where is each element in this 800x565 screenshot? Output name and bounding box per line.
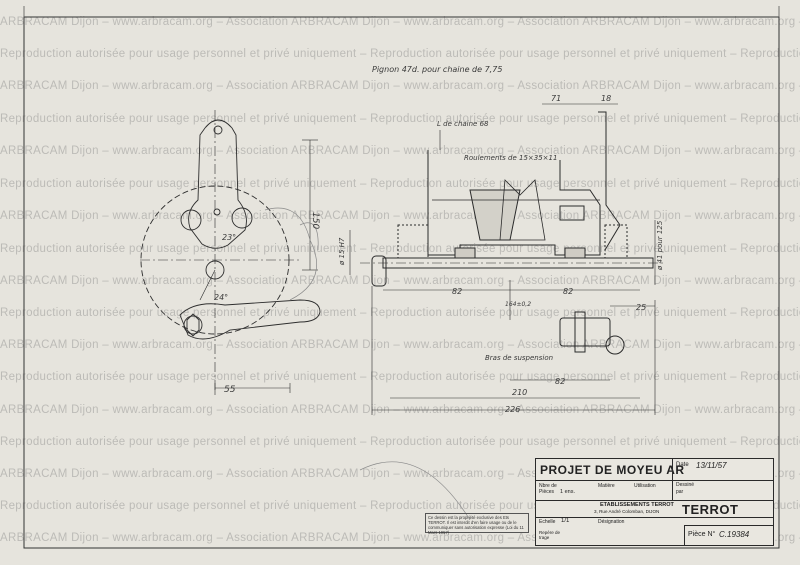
date-value: 13/11/57 (696, 461, 727, 470)
dim-71: 71 (551, 94, 561, 103)
nombre-value: 1 ens. (560, 489, 575, 495)
piece-label: Pièce N° (688, 531, 716, 538)
dim-55: 55 (224, 385, 236, 395)
sprocket-flange (598, 111, 621, 251)
watermark-line: ARBRACAM Dijon – www.arbracam.org – Asso… (0, 339, 800, 351)
dim-82c: 82 (555, 377, 565, 386)
echelle-label: Echelle (539, 519, 556, 525)
watermark-line: Reproduction autorisée pour usage person… (0, 113, 800, 125)
side-view (140, 110, 321, 395)
reperage-label: Repère de trage (539, 530, 561, 540)
dim-226: 226 (505, 405, 520, 414)
date-label: Date (676, 462, 689, 468)
watermark-line: Reproduction autorisée pour usage person… (0, 48, 800, 60)
dim-150: 150 (310, 212, 320, 229)
dim-24: 24° (214, 293, 228, 302)
hub-body (427, 150, 601, 256)
etab-line1: ETABLISSEMENTS TERROT (600, 502, 674, 508)
dessine-label: Dessiné (676, 482, 695, 488)
dim-23: 23° (222, 233, 236, 242)
piece-value: C.19384 (719, 530, 750, 539)
frame-border (23, 16, 780, 549)
dim-center: 164±0,2 (505, 301, 531, 308)
axle-nut (371, 255, 387, 287)
section-view (349, 103, 665, 521)
diam-right: ø 41 pour 125 (656, 220, 664, 271)
verifie-label: par (676, 489, 684, 495)
utilisation-label: Utilisation (634, 483, 656, 489)
brand-logo: TERROT (682, 502, 739, 517)
watermark-line: ARBRACAM Dijon – www.arbracam.org – Asso… (0, 80, 800, 92)
dim-82a: 82 (452, 287, 462, 296)
title-text: PROJET DE MOYEU AR (540, 463, 685, 477)
bearings-note: Roulements de 15×35×11 (464, 154, 557, 162)
pignon-note: Pignon 47d. pour chaine de 7,75 (372, 65, 502, 74)
watermark-line: Reproduction autorisée pour usage person… (0, 436, 800, 448)
dim-210: 210 (512, 388, 527, 397)
designation-label: Désignation (598, 519, 625, 525)
arm-outline (188, 119, 247, 249)
matiere-label: Matière (598, 483, 615, 489)
nombre-label: Nbre de Pièces (539, 483, 557, 495)
title-block: PROJET DE MOYEU AR Date 13/11/57 Dessiné… (535, 458, 774, 546)
dim-18: 18 (601, 94, 611, 103)
echelle-value: 1/1 (561, 518, 570, 524)
copyright-stamp: Ce dessin est la propriété exclusive des… (425, 513, 529, 535)
diam-left: ø 15 H7 (338, 237, 346, 266)
bolt (559, 205, 585, 221)
dim-25: 25 (636, 303, 646, 312)
chain-line-note: L de chaine 68 (437, 120, 489, 128)
arm-note: Bras de suspension (485, 354, 553, 362)
etab-line2: 3, Rue André Colomban, DIJON (594, 509, 660, 514)
watermark-line: Reproduction autorisée pour usage person… (0, 178, 800, 190)
dim-82b: 82 (563, 287, 573, 296)
watermark-line: Reproduction autorisée pour usage person… (0, 307, 800, 319)
watermark-line: ARBRACAM Dijon – www.arbracam.org – Asso… (0, 16, 800, 28)
watermark-line: ARBRACAM Dijon – www.arbracam.org – Asso… (0, 275, 800, 287)
lever-outline (179, 299, 321, 340)
